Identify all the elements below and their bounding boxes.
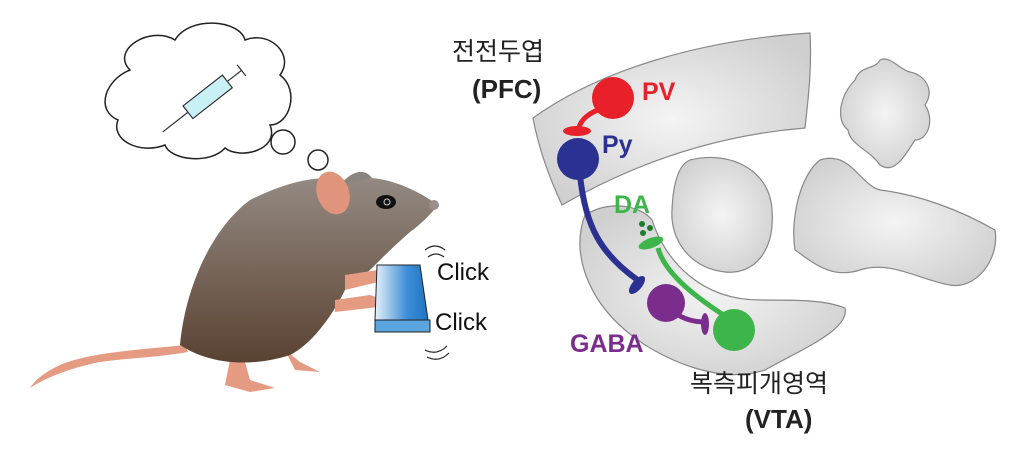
neuron-gaba: GABA — [570, 284, 709, 358]
thought-bubble — [104, 22, 329, 171]
pfc-region — [532, 32, 812, 206]
neuron-py: Py — [557, 131, 646, 295]
mouse-illustration — [30, 171, 439, 392]
vta-korean-label: 복측피개영역 — [690, 369, 828, 398]
click-label: Click — [437, 259, 490, 286]
da-label: DA — [614, 191, 650, 219]
neuron-pv: PV — [563, 77, 676, 136]
click-label: Click — [435, 309, 488, 336]
pv-label: PV — [642, 78, 676, 106]
sound-waves-icon — [424, 245, 446, 258]
hypothalamus-region — [793, 157, 997, 287]
py-label: Py — [602, 131, 633, 159]
lever-button: Click Click — [374, 245, 490, 360]
gaba-label: GABA — [570, 330, 644, 358]
striatum-region — [671, 156, 773, 273]
star-region — [839, 58, 931, 169]
ear — [316, 171, 350, 215]
pfc-korean-label: 전전두엽 — [452, 37, 544, 66]
sound-waves-icon — [424, 345, 450, 360]
pfc-abbr-label: (PFC) — [472, 74, 541, 104]
neuron-da: DA — [614, 191, 755, 351]
syringe-icon — [162, 64, 247, 133]
vta-abbr-label: (VTA) — [745, 404, 812, 434]
eye — [376, 195, 396, 209]
